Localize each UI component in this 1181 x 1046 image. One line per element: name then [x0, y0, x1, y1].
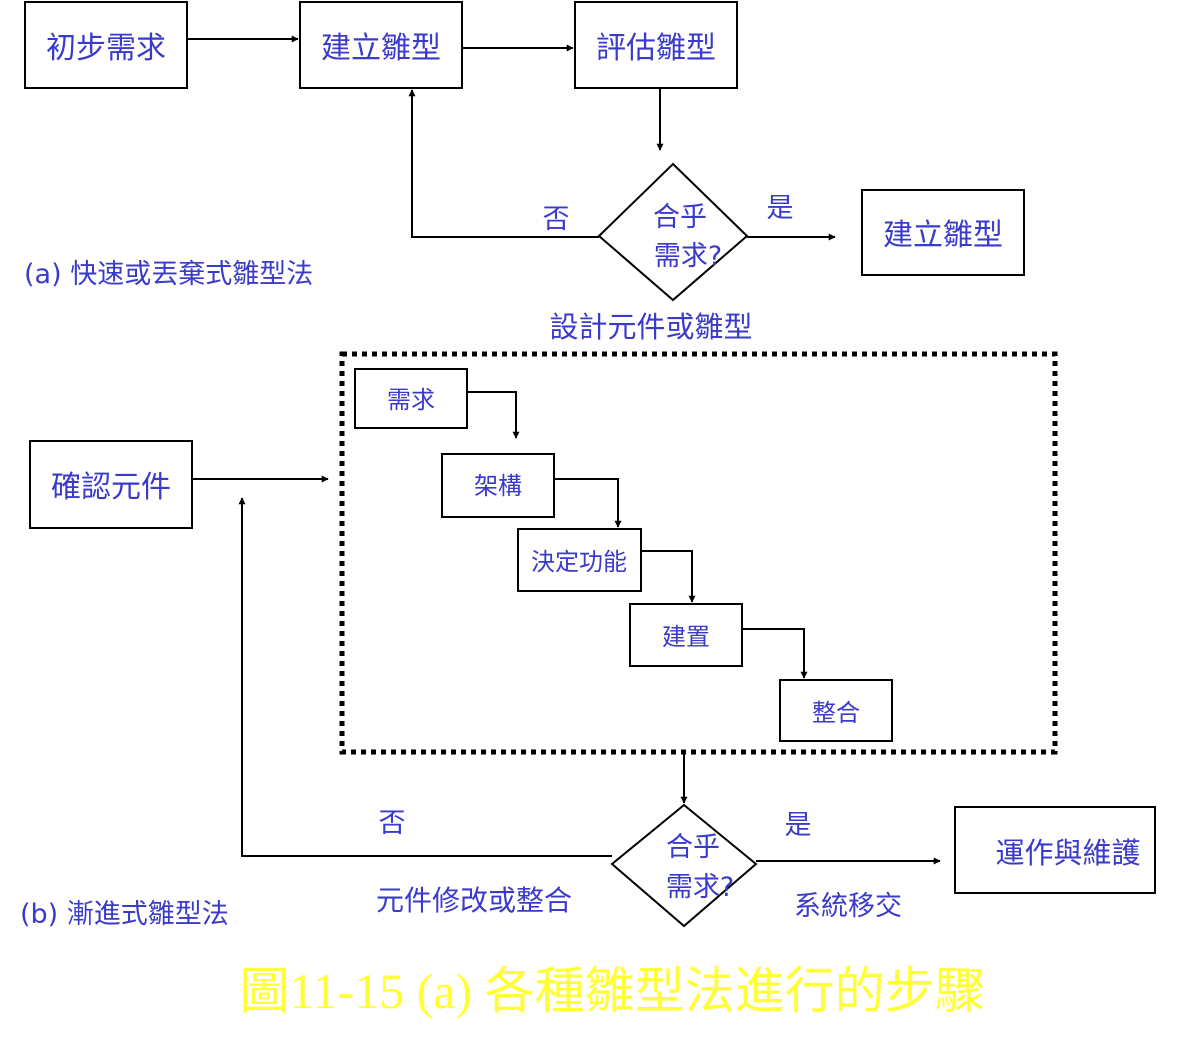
no-label-a: 否	[543, 204, 570, 235]
decision-diamond-a	[597, 162, 749, 302]
step-decide-functions-box	[517, 528, 642, 592]
system-handover-label: 系統移交	[794, 891, 902, 922]
initial-requirements-label: 初步需求	[46, 31, 166, 66]
development-cycle-boundary	[339, 351, 1058, 755]
evaluate-prototype-label: 評估雛型	[596, 31, 716, 66]
decision-diamond-b	[610, 803, 758, 928]
result-build-prototype-label: 建立雛型	[883, 218, 1003, 253]
modify-or-integrate-label: 元件修改或整合	[376, 884, 572, 917]
operation-maintenance-label: 運作與維護	[995, 836, 1140, 870]
decision-b-line1: 合乎	[666, 832, 720, 863]
evaluate-prototype-box	[574, 1, 738, 89]
arrow-no-loop-a	[408, 89, 599, 238]
step-requirements-label: 需求	[387, 386, 435, 414]
arrow-architecture-to-functions	[554, 478, 622, 528]
step-architecture-box	[441, 453, 555, 518]
yes-label-a: 是	[767, 193, 794, 224]
arrow-requirements-to-architecture	[467, 391, 520, 439]
step-integrate-label: 整合	[812, 699, 860, 727]
arrow-construct-to-integrate	[742, 628, 808, 679]
figure-title: 圖11-15 (a) 各種雛型法進行的步驟	[239, 963, 984, 1019]
decision-b-line2: 需求?	[666, 872, 734, 903]
design-components-label: 設計元件或雛型	[549, 310, 752, 344]
step-requirements-box	[354, 368, 468, 429]
build-prototype-box	[299, 1, 463, 89]
build-prototype-label: 建立雛型	[321, 31, 441, 66]
caption-b: (b) 漸進式雛型法	[20, 899, 229, 930]
confirm-components-box	[29, 440, 193, 529]
step-construct-box	[629, 603, 743, 667]
step-integrate-box	[779, 679, 893, 742]
no-label-b: 否	[379, 808, 406, 839]
result-build-prototype-box	[861, 189, 1025, 276]
arrow-functions-to-construct	[641, 550, 696, 603]
caption-a: (a) 快速或丟棄式雛型法	[24, 259, 313, 290]
decision-a-line1: 合乎	[653, 202, 707, 233]
initial-requirements-box	[24, 1, 188, 89]
yes-label-b: 是	[785, 810, 812, 841]
step-architecture-label: 架構	[474, 472, 522, 500]
step-decide-functions-label: 決定功能	[531, 548, 627, 576]
decision-a-line2: 需求?	[654, 241, 722, 272]
step-construct-label: 建置	[662, 623, 710, 651]
confirm-components-label: 確認元件	[51, 470, 171, 505]
arrow-no-loop-b	[238, 497, 612, 857]
operation-maintenance-box	[954, 806, 1156, 894]
